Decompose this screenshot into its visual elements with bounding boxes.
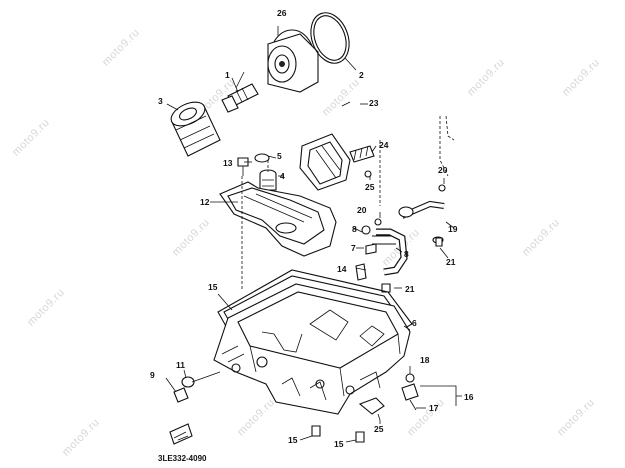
level-plug	[401, 373, 419, 411]
guide-line	[439, 116, 449, 177]
baffle-plate	[219, 181, 337, 257]
callout-9: 9	[150, 370, 155, 380]
callout-15: 15	[334, 439, 344, 449]
callout-20: 20	[438, 165, 448, 175]
breather-hose	[339, 103, 370, 139]
callout-3: 3	[158, 96, 163, 106]
callout-18: 18	[420, 355, 430, 365]
union-bolt	[221, 77, 259, 113]
callout-24: 25	[365, 182, 375, 192]
callout-11: 12	[200, 197, 210, 207]
callout-10: 11	[176, 360, 185, 370]
callout-21: 21	[405, 284, 415, 294]
callout-1: 1	[225, 70, 230, 80]
callout-13: 14	[337, 264, 347, 274]
callout-4: 4	[280, 171, 285, 181]
callout-2: 2	[359, 70, 364, 80]
oil-pipe	[376, 200, 445, 276]
callout-7: 7	[351, 243, 356, 253]
callout-19: 19	[448, 224, 458, 234]
front-arrow-icon	[169, 423, 193, 445]
drain-plug	[173, 371, 221, 403]
callout-12: 13	[223, 158, 233, 168]
leader-lines	[165, 71, 462, 443]
o-ring-small	[254, 153, 270, 163]
bolt	[311, 425, 365, 443]
bracket	[358, 397, 385, 421]
bolt	[381, 237, 443, 293]
callout-8: 8	[404, 249, 409, 259]
callout-17: 17	[429, 403, 439, 413]
washer	[374, 218, 382, 226]
callout-15: 15	[288, 435, 298, 445]
oil-pan	[213, 283, 411, 415]
callout-21: 21	[446, 257, 456, 267]
callout-26: 26	[277, 8, 287, 18]
oil-filter	[166, 101, 221, 157]
callout-16: 16	[464, 392, 474, 402]
strainer-gasket	[299, 133, 351, 191]
callout-8: 8	[352, 224, 357, 234]
guide-line	[445, 115, 455, 141]
hose-clamp	[349, 145, 375, 178]
oil-pipe-fitting	[355, 225, 396, 281]
callout-25: 25	[374, 424, 384, 434]
o-ring	[310, 12, 357, 71]
callout-5: 5	[277, 151, 282, 161]
callout-6: 6	[412, 318, 417, 328]
callout-20: 20	[357, 205, 367, 215]
oil-cooler-housing	[267, 26, 319, 93]
diagram-code: 3LE332-4090	[158, 454, 207, 463]
washer	[438, 184, 446, 192]
bolt	[237, 157, 249, 176]
callout-22: 23	[369, 98, 379, 108]
oil-strainer	[259, 169, 277, 191]
callout-14: 15	[208, 282, 218, 292]
callout-23: 24	[379, 140, 389, 150]
